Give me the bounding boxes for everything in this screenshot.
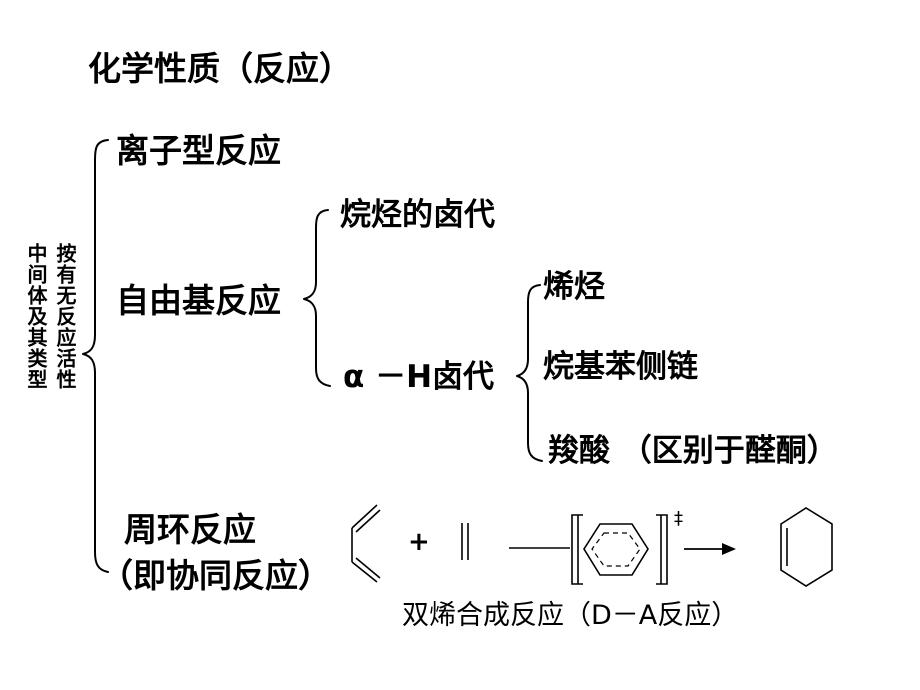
alpha-h-brace bbox=[516, 284, 543, 462]
cyclohexene-icon bbox=[780, 507, 833, 587]
radical-brace bbox=[303, 209, 331, 387]
ethylene-icon bbox=[461, 523, 469, 560]
transition-state-brackets bbox=[571, 514, 668, 585]
alkylbenzene-side-chain-label: 烷基苯侧链 bbox=[543, 349, 698, 385]
double-dagger-mark: ‡ bbox=[674, 508, 683, 529]
side-label-intermediate-type: 中间体及其类型 bbox=[24, 243, 48, 390]
concerted-reaction-label: （即协同反应） bbox=[100, 556, 331, 595]
pericyclic-reaction-label: 周环反应 bbox=[124, 510, 256, 549]
butadiene-icon bbox=[351, 504, 381, 583]
transition-state-ring-icon bbox=[583, 523, 649, 576]
diels-alder-caption: 双烯合成反应（D－A反应） bbox=[402, 600, 739, 631]
page-title: 化学性质（反应） bbox=[88, 49, 352, 88]
reaction-arrow-icon bbox=[684, 543, 736, 555]
ionic-reaction-label: 离子型反应 bbox=[116, 131, 281, 170]
side-label-reactive-intermediate: 按有无反应活性 bbox=[53, 243, 77, 390]
carboxylic-acid-label: 羧酸 （区别于醛酮） bbox=[548, 433, 838, 469]
plus-sign: + bbox=[408, 527, 430, 557]
alkene-label: 烯烃 bbox=[543, 269, 605, 305]
radical-reaction-label: 自由基反应 bbox=[116, 281, 281, 320]
alkane-halogenation-label: 烷烃的卤代 bbox=[340, 197, 495, 233]
main-brace bbox=[82, 139, 109, 573]
alpha-h-halogenation-label: α －H卤代 bbox=[343, 359, 495, 395]
